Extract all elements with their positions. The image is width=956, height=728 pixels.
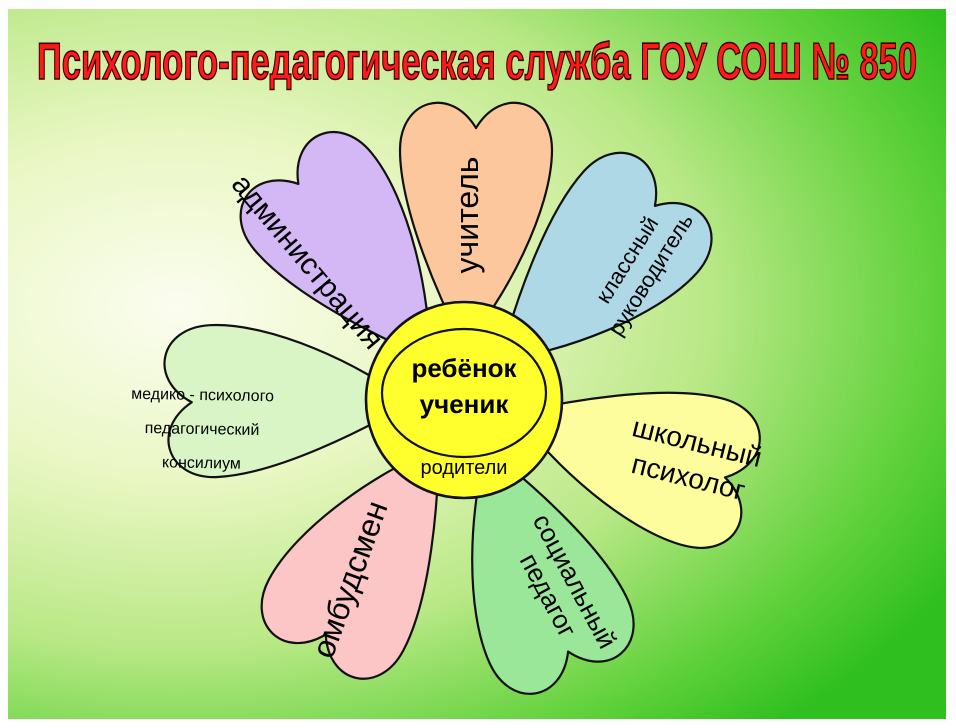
- psychologist-petal: [515, 391, 761, 549]
- flower-diagram: ребёнок ученик родители учитель классный…: [131, 101, 765, 695]
- page-title: Психолого-педагогическая служба ГОУ СОШ …: [37, 33, 917, 91]
- teacher-petal: [398, 101, 554, 348]
- ombudsman-petal: [260, 446, 440, 680]
- center-label-parents: родители: [421, 457, 508, 479]
- teacher-label: учитель: [449, 157, 485, 274]
- class-teacher-petal: [499, 151, 713, 361]
- slide: Психолого-педагогическая служба ГОУ СОШ …: [8, 9, 946, 719]
- title-banner: Психолого-педагогическая служба ГОУ СОШ …: [36, 32, 918, 91]
- administration-petal: [239, 131, 431, 360]
- council-label-1: медико - психолого: [131, 386, 274, 405]
- center-label-child: ребёнок: [411, 353, 517, 383]
- council-petal: [163, 324, 412, 479]
- social-pedagogue-petal: [471, 447, 635, 695]
- center-label-pupil: ученик: [420, 389, 510, 419]
- council-label-2: педагогический: [145, 420, 260, 439]
- child-oval: [380, 327, 548, 459]
- council-label-3: консилиум: [162, 454, 241, 472]
